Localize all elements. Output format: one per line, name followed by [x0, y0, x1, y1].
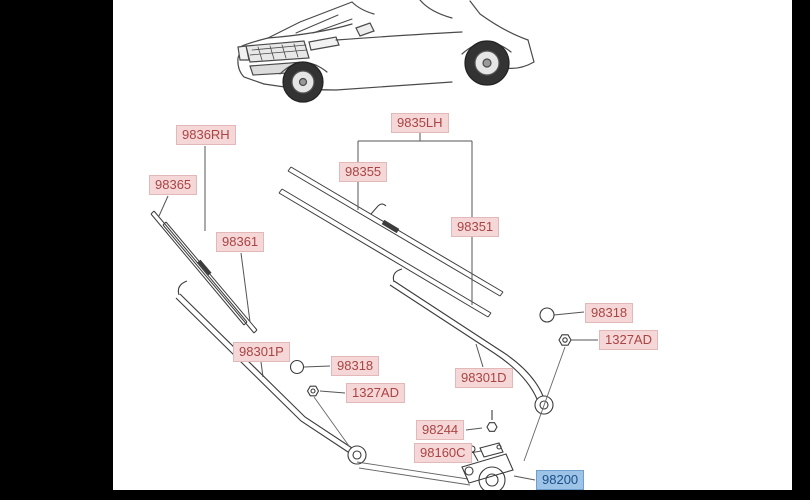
wiper-blade-rh: [150, 210, 258, 334]
part-label-1327AD-right[interactable]: 1327AD: [599, 330, 658, 350]
part-label-98160C[interactable]: 98160C: [414, 443, 472, 463]
linkage-lines: [313, 346, 566, 486]
bottom-black-bar: [0, 490, 810, 500]
pivot-nut-icon: [306, 334, 572, 397]
part-label-98361[interactable]: 98361: [216, 232, 265, 252]
part-label-98301P[interactable]: 98301P: [233, 342, 290, 362]
part-label-98355[interactable]: 98355: [339, 162, 388, 182]
part-label-98351[interactable]: 98351: [451, 217, 500, 237]
part-label-98365[interactable]: 98365: [149, 175, 198, 195]
right-black-bar: [792, 0, 810, 500]
pivot-cap-icon: [289, 307, 555, 375]
part-label-98244[interactable]: 98244: [416, 420, 465, 440]
wiper-arm-driver: [389, 268, 554, 415]
part-label-98318-left[interactable]: 98318: [331, 356, 380, 376]
part-label-98318-right[interactable]: 98318: [585, 303, 634, 323]
left-black-bar: [0, 0, 113, 500]
car-illustration: [237, 0, 535, 103]
part-label-9836RH[interactable]: 9836RH: [176, 125, 236, 145]
part-label-98200[interactable]: 98200: [536, 470, 585, 490]
part-label-98301D[interactable]: 98301D: [455, 368, 513, 388]
wiper-arm-passenger: [175, 280, 367, 465]
part-label-1327AD-left[interactable]: 1327AD: [346, 383, 405, 403]
leader-lines: [158, 132, 598, 481]
part-label-9835LH[interactable]: 9835LH: [391, 113, 449, 133]
wiper-blade-lh: [278, 166, 504, 318]
